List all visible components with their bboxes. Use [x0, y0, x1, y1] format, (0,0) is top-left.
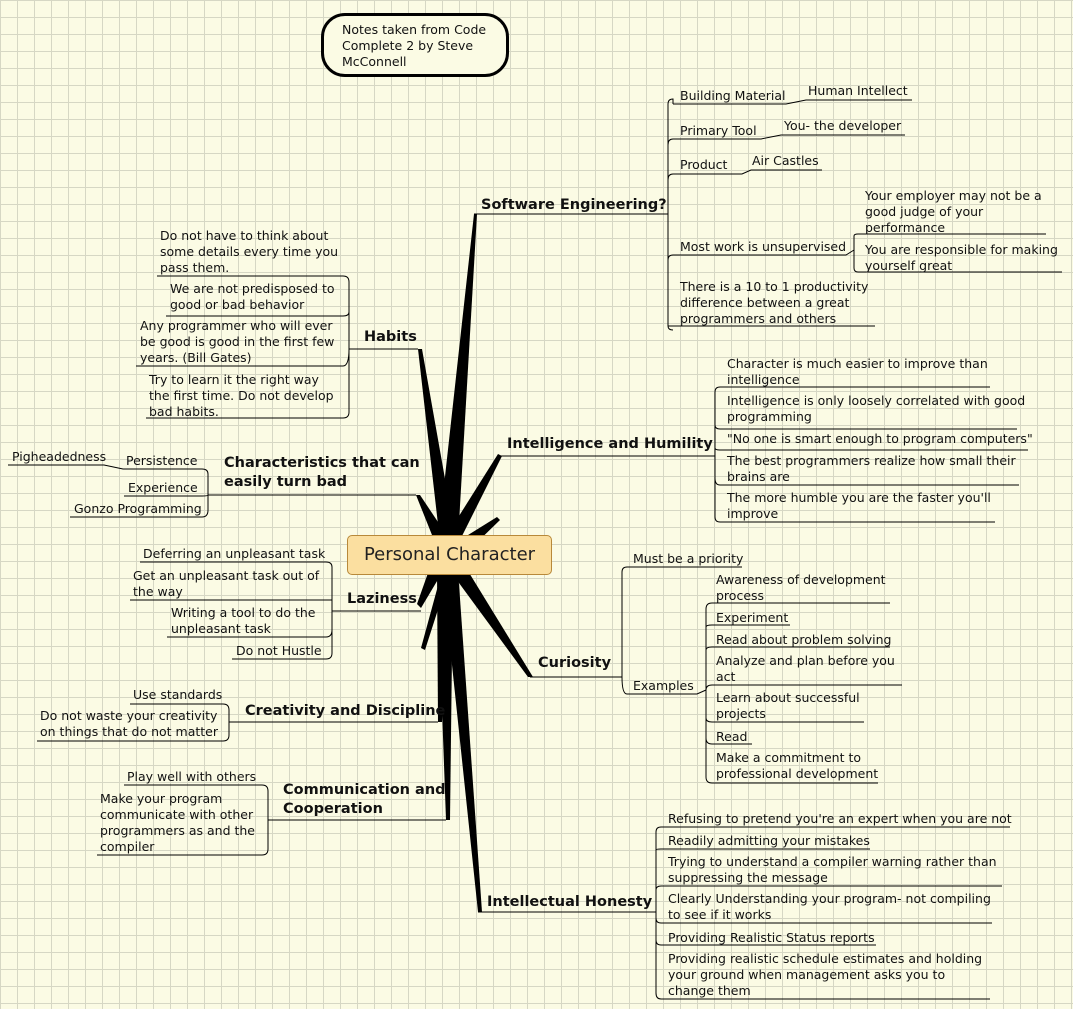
creativity-item[interactable]: Use standards: [133, 687, 223, 702]
cur-ex3: [705, 646, 890, 651]
node-responsible[interactable]: You are responsible for making yourself …: [865, 242, 1058, 273]
branch-software: [438, 214, 477, 540]
sw-mw-line: [667, 249, 855, 261]
intelligence-item[interactable]: The best programmers realize how small t…: [727, 453, 1016, 484]
laziness-item[interactable]: Get an unpleasant task out of the way: [133, 568, 320, 599]
topic-intelligence-humility[interactable]: Intelligence and Humility: [507, 436, 713, 452]
hon-l5: [655, 939, 876, 946]
hon-l4: [655, 917, 992, 924]
cur-examples: [621, 676, 707, 695]
curiosity-example[interactable]: Read: [716, 729, 748, 744]
node-unsupervised[interactable]: Most work is unsupervised: [680, 239, 847, 254]
intelligence-item[interactable]: Character is much easier to improve than…: [727, 356, 988, 387]
cur-ex2: [705, 624, 790, 628]
honesty-item[interactable]: Clearly Understanding your program- not …: [668, 891, 991, 922]
habit-item[interactable]: Try to learn it the right way the first …: [149, 372, 334, 419]
int-l4: [714, 477, 1019, 486]
branch-intelligence: [442, 454, 502, 543]
habit-item[interactable]: We are not predisposed to good or bad be…: [170, 281, 335, 312]
honesty-item[interactable]: Readily admitting your mistakes: [668, 833, 870, 848]
sw-bm-line: [673, 99, 912, 105]
topic-communication-cooperation[interactable]: Communication and Cooperation: [283, 782, 446, 817]
int-stem: [714, 386, 995, 523]
topic-laziness[interactable]: Laziness: [347, 591, 417, 607]
curiosity-example[interactable]: Awareness of development process: [716, 572, 886, 603]
cur-ex5: [705, 717, 864, 723]
habit-item[interactable]: Do not have to think about some details …: [160, 228, 339, 275]
node-persistence[interactable]: Persistence: [126, 453, 198, 468]
central-topic[interactable]: Personal Character: [347, 535, 552, 575]
cur-ex6: [705, 737, 752, 745]
char-stem: [8, 464, 209, 495]
communication-item[interactable]: Make your program communicate with other…: [100, 791, 255, 854]
main-branches: [416, 214, 533, 912]
habits-stem: [146, 275, 350, 419]
laziness-item[interactable]: Writing a tool to do the unpleasant task: [171, 605, 316, 636]
branch-curiosity: [448, 558, 533, 677]
curiosity-example[interactable]: Analyze and plan before you act: [716, 653, 895, 684]
node-you-the-developer[interactable]: You- the developer: [784, 118, 902, 133]
cur-ex4: [705, 684, 902, 691]
laz-l3: [167, 629, 333, 638]
topic-characteristics[interactable]: Characteristics that can easily turn bad: [224, 455, 420, 490]
topic-habits[interactable]: Habits: [364, 329, 417, 345]
int-l2: [714, 424, 1017, 430]
honesty-item[interactable]: Refusing to pretend you're an expert whe…: [668, 811, 1012, 826]
char-gonzo: [70, 495, 209, 518]
node-primary-tool[interactable]: Primary Tool: [680, 123, 757, 138]
node-product[interactable]: Product: [680, 157, 728, 172]
com-stem: [97, 784, 269, 856]
branch-honesty: [442, 570, 482, 912]
source-note-bubble: Notes taken from Code Complete 2 by Stev…: [321, 13, 509, 77]
habits-h3: [136, 348, 350, 367]
curiosity-example[interactable]: Read about problem solving: [716, 632, 892, 647]
laz-stem: [140, 561, 333, 660]
honesty-item[interactable]: Trying to understand a compiler warning …: [668, 854, 997, 885]
node-pigheadedness[interactable]: Pigheadedness: [12, 449, 107, 464]
hon-l3: [655, 885, 1002, 891]
node-experience[interactable]: Experience: [128, 480, 198, 495]
intelligence-item[interactable]: "No one is smart enough to program compu…: [727, 431, 1033, 446]
hon-l2: [655, 848, 870, 851]
sw-mw-sub: [853, 233, 1062, 273]
curiosity-example[interactable]: Experiment: [716, 610, 789, 625]
node-must-be-priority[interactable]: Must be a priority: [633, 551, 744, 566]
node-examples[interactable]: Examples: [633, 678, 694, 693]
intelligence-item[interactable]: Intelligence is only loosely correlated …: [727, 393, 1026, 424]
branch-spike-left: [421, 560, 452, 650]
node-employer-judge[interactable]: Your employer may not be a good judge of…: [865, 188, 1042, 235]
curiosity-example[interactable]: Learn about successful projects: [716, 690, 860, 721]
communication-item[interactable]: Play well with others: [127, 769, 257, 784]
node-productivity[interactable]: There is a 10 to 1 productivity differen…: [680, 279, 869, 326]
creativity-item[interactable]: Do not waste your creativity on things t…: [40, 708, 219, 739]
honesty-item[interactable]: Providing realistic schedule estimates a…: [668, 951, 983, 998]
laziness-item[interactable]: Do not Hustle: [236, 643, 322, 658]
topic-software-engineering[interactable]: Software Engineering?: [481, 197, 667, 213]
sw-pr-line: [667, 169, 822, 181]
branch-habits: [418, 349, 456, 542]
branch-characteristics: [416, 495, 452, 543]
cre-stem: [37, 703, 230, 742]
node-gonzo-programming[interactable]: Gonzo Programming: [74, 501, 202, 516]
honesty-item[interactable]: Providing Realistic Status reports: [668, 930, 875, 945]
connectors: [8, 98, 1062, 1000]
hon-stem: [655, 826, 1010, 1000]
laziness-item[interactable]: Deferring an unpleasant task: [143, 546, 326, 561]
topic-curiosity[interactable]: Curiosity: [538, 655, 612, 671]
int-l3: [714, 447, 1028, 451]
intelligence-item[interactable]: The more humble you are the faster you'l…: [727, 490, 991, 521]
node-air-castles[interactable]: Air Castles: [752, 153, 819, 168]
topic-creativity-discipline[interactable]: Creativity and Discipline: [245, 703, 446, 719]
curiosity-example[interactable]: Make a commitment to professional develo…: [716, 750, 879, 781]
sw-pt-line: [667, 134, 905, 146]
sw-stem: [667, 98, 674, 331]
node-building-material[interactable]: Building Material: [680, 88, 786, 103]
cur-ex-stem: [705, 602, 890, 784]
habits-h2: [166, 311, 350, 317]
topic-intellectual-honesty[interactable]: Intellectual Honesty: [487, 894, 653, 910]
cur-stem: [621, 566, 742, 677]
habit-item[interactable]: Any programmer who will ever be good is …: [140, 318, 335, 365]
node-human-intellect[interactable]: Human Intellect: [808, 83, 908, 98]
